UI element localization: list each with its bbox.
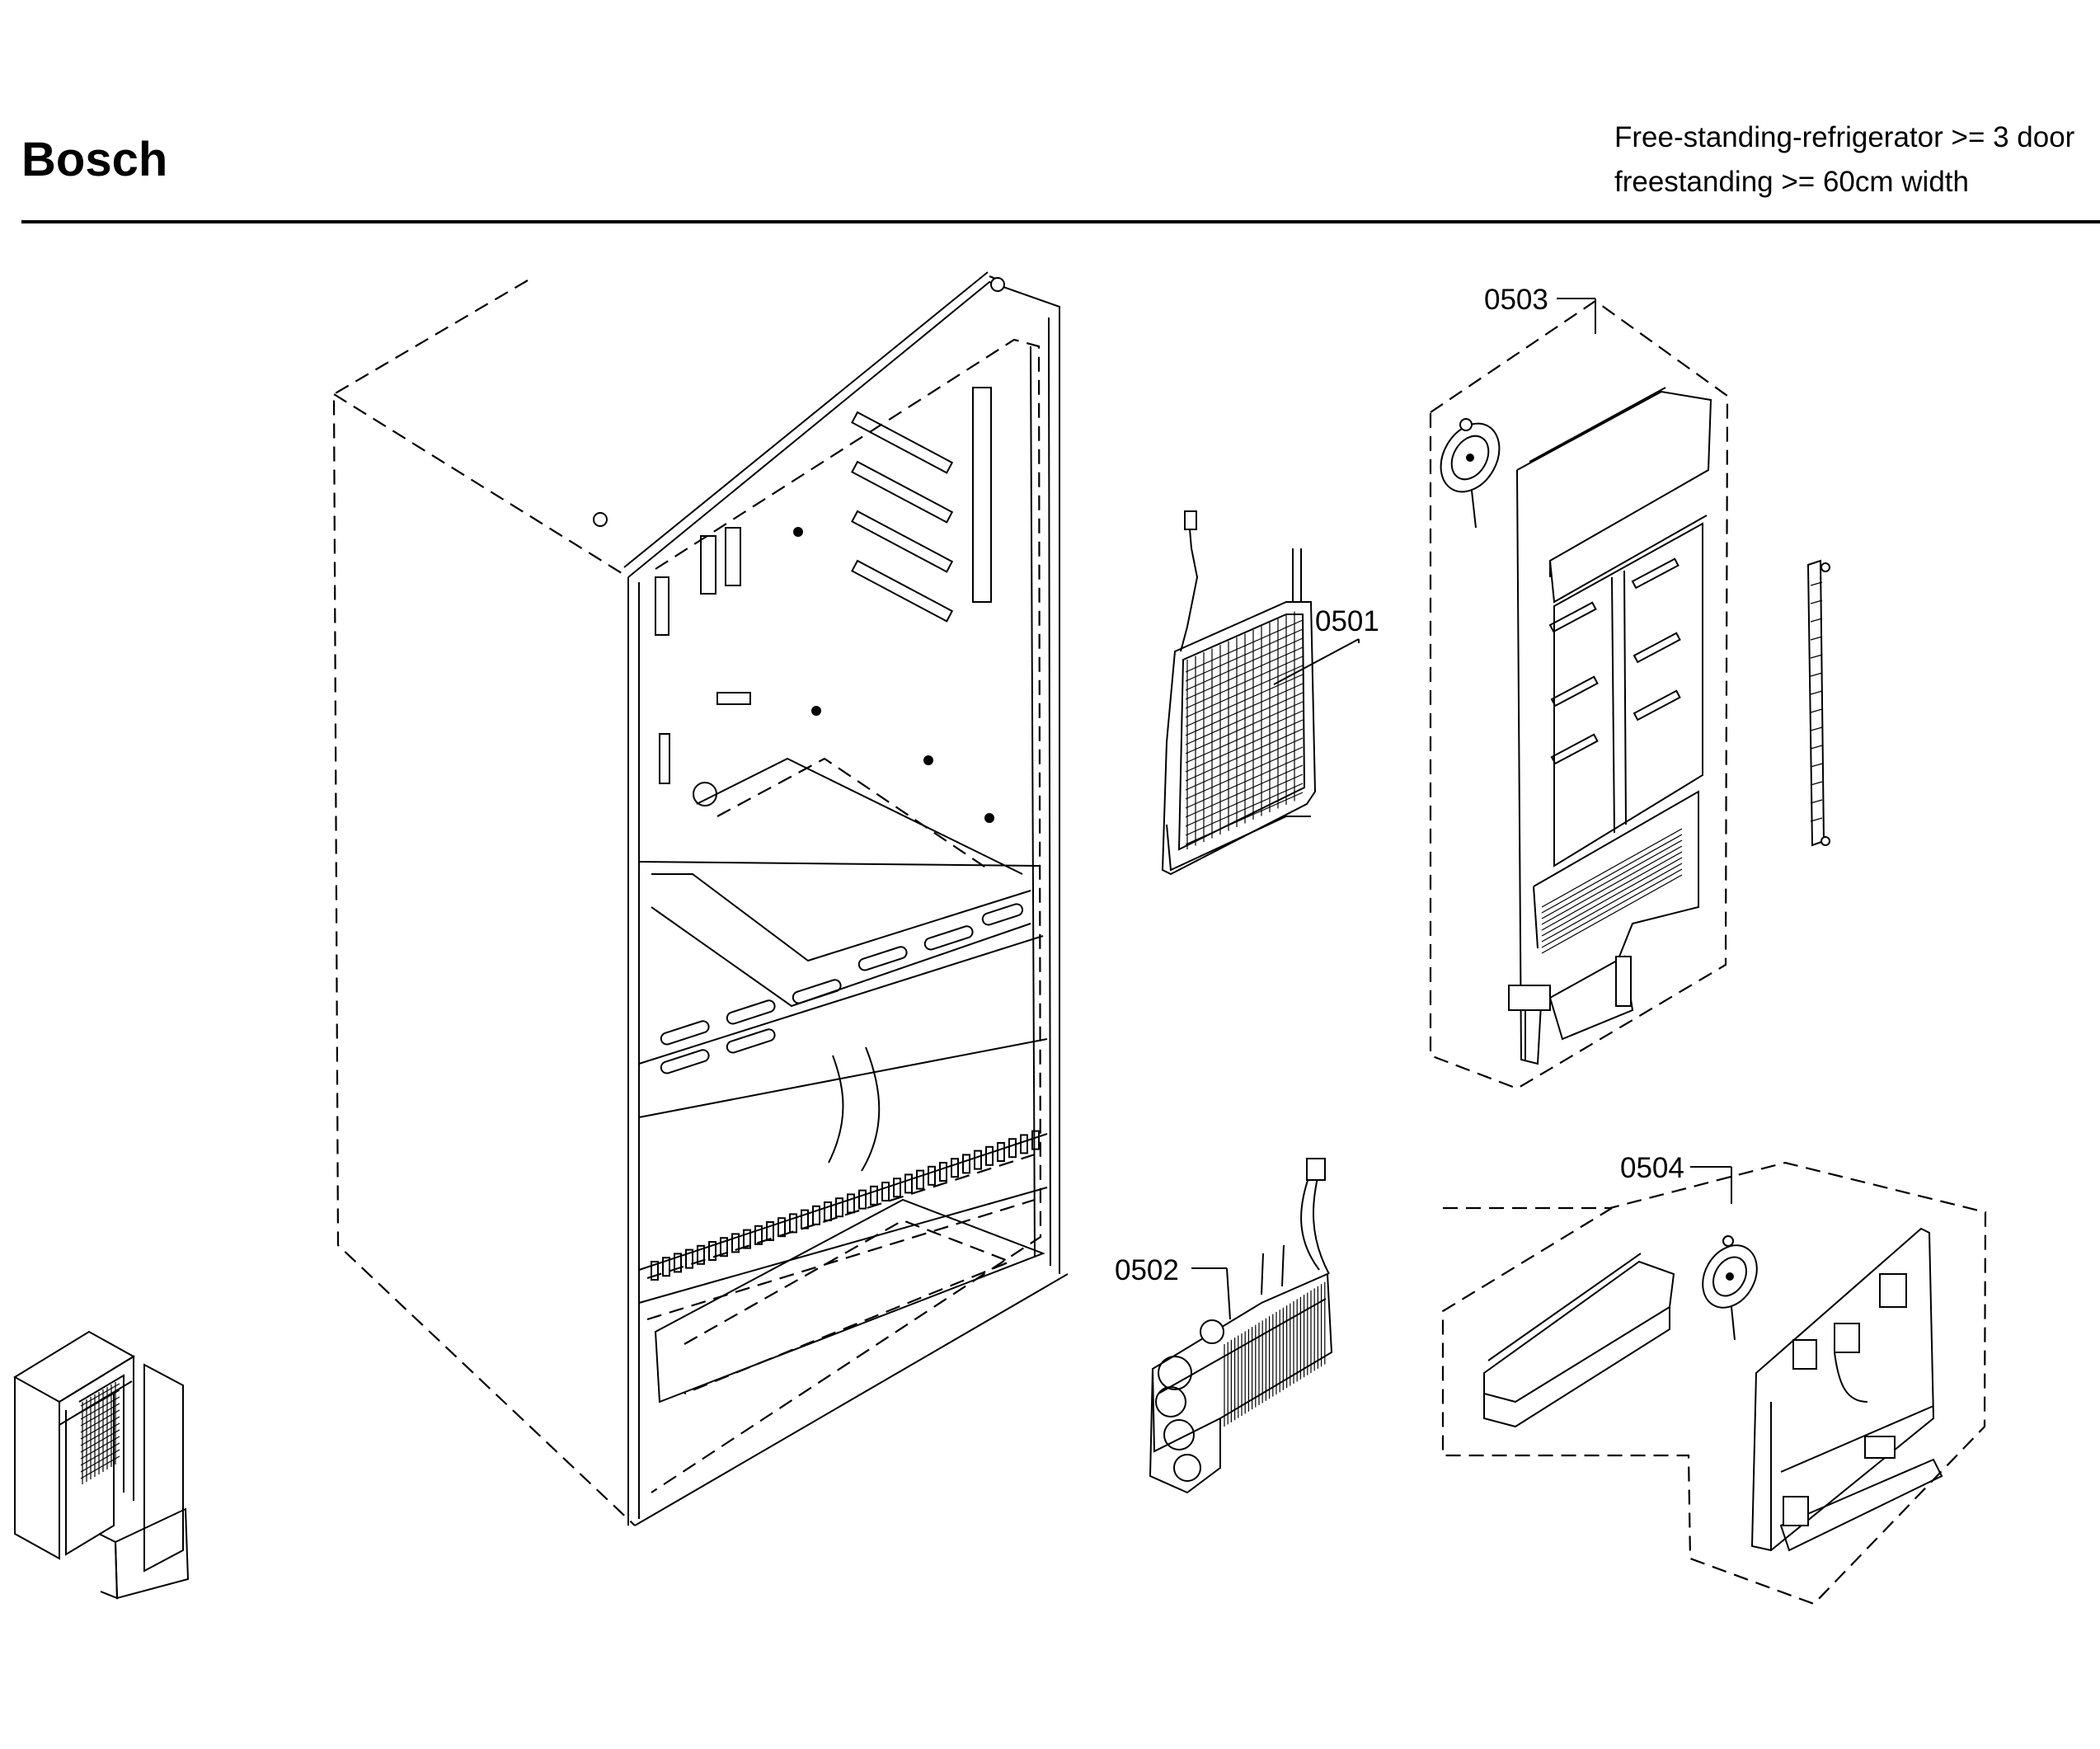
part-label-0501: 0501 [1315, 605, 1379, 637]
lower-rail-ribs [651, 1130, 1040, 1281]
part-0501-evaporator-cover [1161, 510, 1360, 876]
cabinet-assembly [332, 271, 1069, 1526]
brand-title: Bosch [21, 133, 168, 186]
part-0503-air-duct-assembly [1429, 298, 1830, 1090]
refrigerator-thumbnail [13, 1330, 190, 1600]
drain-hole [693, 782, 717, 806]
mount-screw [593, 512, 608, 527]
header-divider [21, 220, 2100, 223]
part-label-0503: 0503 [1484, 284, 1548, 316]
model-description: Free-standing-refrigerator >= 3 door fre… [1614, 115, 2074, 205]
thumbnail-interior-hatching [80, 1382, 120, 1484]
evaporator-fins [1224, 1281, 1326, 1427]
evaporator-coil-grid [1185, 611, 1304, 849]
part-label-0502: 0502 [1115, 1254, 1179, 1286]
duct-vent-slots [1548, 557, 1681, 765]
part-label-0504: 0504 [1620, 1152, 1684, 1184]
model-description-line-1: Free-standing-refrigerator >= 3 door [1614, 121, 2075, 153]
shelf-vent-holes [660, 903, 1024, 1074]
mount-screw [990, 277, 1005, 292]
fan-motor-0504 [1702, 1235, 1758, 1341]
part-0504-lower-air-duct-assembly [1441, 1161, 1987, 1606]
duct-lower-grille [1541, 828, 1683, 954]
model-description-line-2: freestanding >= 60cm width [1614, 166, 1969, 198]
fan-motor-0503 [1440, 418, 1501, 529]
rear-wall-slots [655, 387, 992, 784]
part-0502-evaporator-coil [1149, 1158, 1333, 1494]
side-trim-strip-0503 [1806, 559, 1830, 847]
